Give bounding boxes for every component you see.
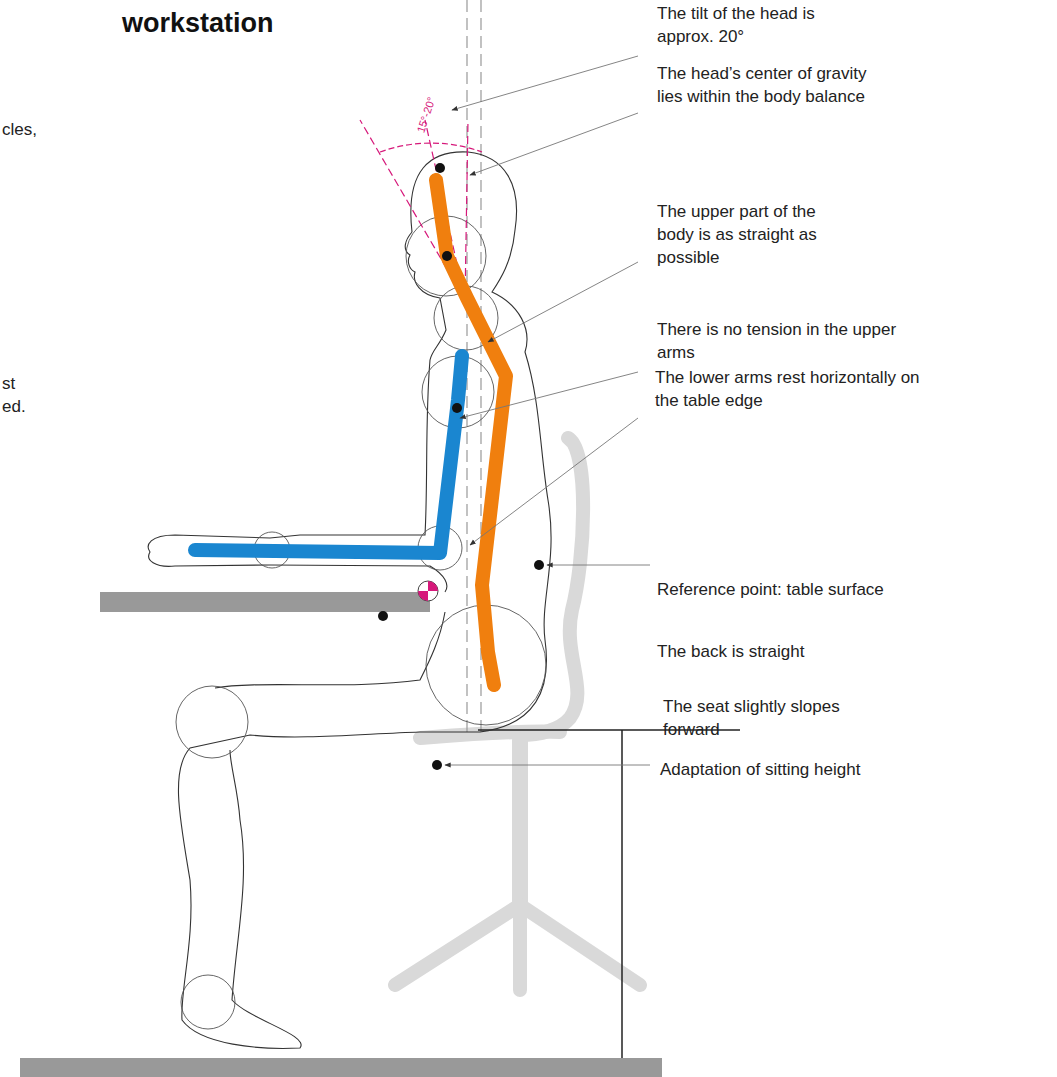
annotation: Reference point: table surface	[657, 578, 957, 601]
gravity-dots	[378, 163, 544, 770]
annotation: The tilt of the head is approx. 20°	[657, 2, 847, 48]
spine	[436, 180, 506, 685]
floor	[20, 1058, 662, 1077]
cut-note: ed.	[2, 395, 42, 418]
page-title: workstation	[122, 8, 274, 39]
angle-label: 15°-20°	[414, 54, 451, 134]
annotation: The upper part of the body is as straigh…	[657, 200, 853, 269]
annotation: The head’s center of gravity lies within…	[657, 62, 889, 108]
table-top	[100, 592, 430, 612]
tilt-angle	[360, 120, 482, 300]
annotation: The back is straight	[657, 640, 957, 663]
cut-note: st	[2, 372, 42, 395]
chair	[395, 438, 640, 990]
reference-marker	[418, 581, 438, 601]
height-line	[621, 730, 623, 1058]
annotation: The seat slightly slopes forward	[663, 695, 868, 741]
cut-note: cles,	[2, 118, 82, 141]
arm	[195, 356, 462, 553]
annotation: Adaptation of sitting height	[660, 758, 960, 781]
body-outline	[148, 152, 551, 1049]
annotation: There is no tension in the upper arms	[657, 318, 925, 364]
leader-lines	[445, 56, 650, 765]
annotation: The lower arms rest horizontally on the …	[655, 366, 923, 412]
